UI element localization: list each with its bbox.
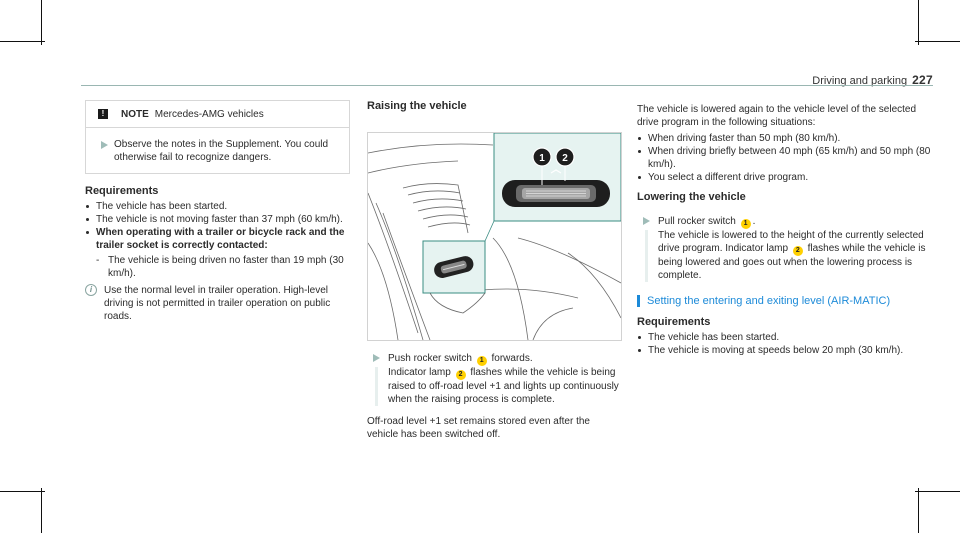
callout-1-badge: 1: [476, 356, 487, 366]
column-left: ! NOTE Mercedes-AMG vehicles Observe the…: [85, 100, 350, 323]
section-heading: Raising the vehicle: [367, 100, 467, 112]
note-body: Observe the notes in the Supplement. You…: [86, 128, 349, 173]
crop-mark: [0, 491, 45, 492]
list-item: The vehicle is moving at speeds below 20…: [637, 344, 933, 357]
info-note: i Use the normal level in trailer operat…: [85, 284, 350, 323]
note-label: NOTE: [121, 108, 149, 120]
list-item: The vehicle has been started.: [637, 331, 933, 344]
crop-mark: [918, 488, 919, 533]
paragraph: Off-road level +1 set remains stored eve…: [367, 416, 590, 440]
step-text: The vehicle is lowered to the height of …: [658, 230, 924, 254]
step-arrow-icon: [101, 141, 108, 149]
list-item: The vehicle is not moving faster than 37…: [85, 213, 350, 226]
header-rule: [81, 85, 933, 86]
figure-rocker-switch: 1 2: [367, 132, 622, 341]
sub-list-item: The vehicle is being driven no faster th…: [85, 254, 350, 280]
instruction-step: Push rocker switch 1 forwards. Indicator…: [367, 352, 622, 406]
step-text: flashes while the vehicle is being raise…: [388, 367, 619, 405]
instruction-step: Pull rocker switch 1. The vehicle is low…: [637, 215, 933, 282]
step-bar: [645, 230, 648, 282]
console-illustration: 1 2: [368, 133, 621, 340]
note-header: ! NOTE Mercedes-AMG vehicles: [86, 101, 349, 128]
section-heading-blue: Setting the entering and exiting level (…: [637, 294, 933, 308]
note-box: ! NOTE Mercedes-AMG vehicles Observe the…: [85, 100, 350, 174]
page-header: Driving and parking 227: [812, 73, 933, 87]
requirements-heading: Requirements: [637, 316, 711, 328]
note-step-text: Observe the notes in the Supplement. You…: [114, 139, 329, 163]
section-heading: Lowering the vehicle: [637, 191, 746, 203]
callout-1-badge: 1: [740, 219, 751, 229]
requirements-heading: Requirements: [85, 185, 159, 197]
step-bar: [375, 367, 378, 406]
callout-2-badge: 2: [792, 246, 803, 256]
callout-2: 2: [562, 153, 568, 164]
list-item: When driving faster than 50 mph (80 km/h…: [637, 132, 933, 145]
crop-mark: [41, 0, 42, 45]
step-text: flashes while the vehicle is being lower…: [658, 243, 926, 281]
paragraph: The vehicle is lowered again to the vehi…: [637, 104, 917, 128]
column-right: The vehicle is lowered again to the vehi…: [637, 103, 933, 357]
step-arrow-icon: [643, 217, 650, 225]
warning-exclamation-icon: !: [98, 109, 108, 119]
step-text: Push rocker switch: [388, 353, 472, 364]
step-text: forwards.: [491, 353, 533, 364]
note-title: Mercedes-AMG vehicles: [154, 108, 264, 120]
column-middle: Raising the vehicle: [367, 100, 622, 441]
crop-mark: [915, 491, 960, 492]
crop-mark: [41, 488, 42, 533]
crop-mark: [915, 41, 960, 42]
callout-2-badge: 2: [455, 370, 466, 380]
info-icon: i: [85, 284, 97, 296]
crop-mark: [0, 41, 45, 42]
step-text: .: [752, 216, 756, 227]
callout-1: 1: [539, 153, 545, 164]
page-number: 227: [912, 73, 933, 87]
step-arrow-icon: [373, 354, 380, 362]
list-item: When operating with a trailer or bicycle…: [85, 226, 350, 252]
section-title: Driving and parking: [812, 75, 908, 87]
list-item: You select a different drive program.: [637, 171, 933, 184]
crop-mark: [918, 0, 919, 45]
step-text: Pull rocker switch: [658, 216, 736, 227]
info-text: Use the normal level in trailer operatio…: [104, 285, 331, 322]
list-item: When driving briefly between 40 mph (65 …: [637, 145, 933, 171]
step-text: Indicator lamp: [388, 367, 451, 378]
list-item: The vehicle has been started.: [85, 200, 350, 213]
